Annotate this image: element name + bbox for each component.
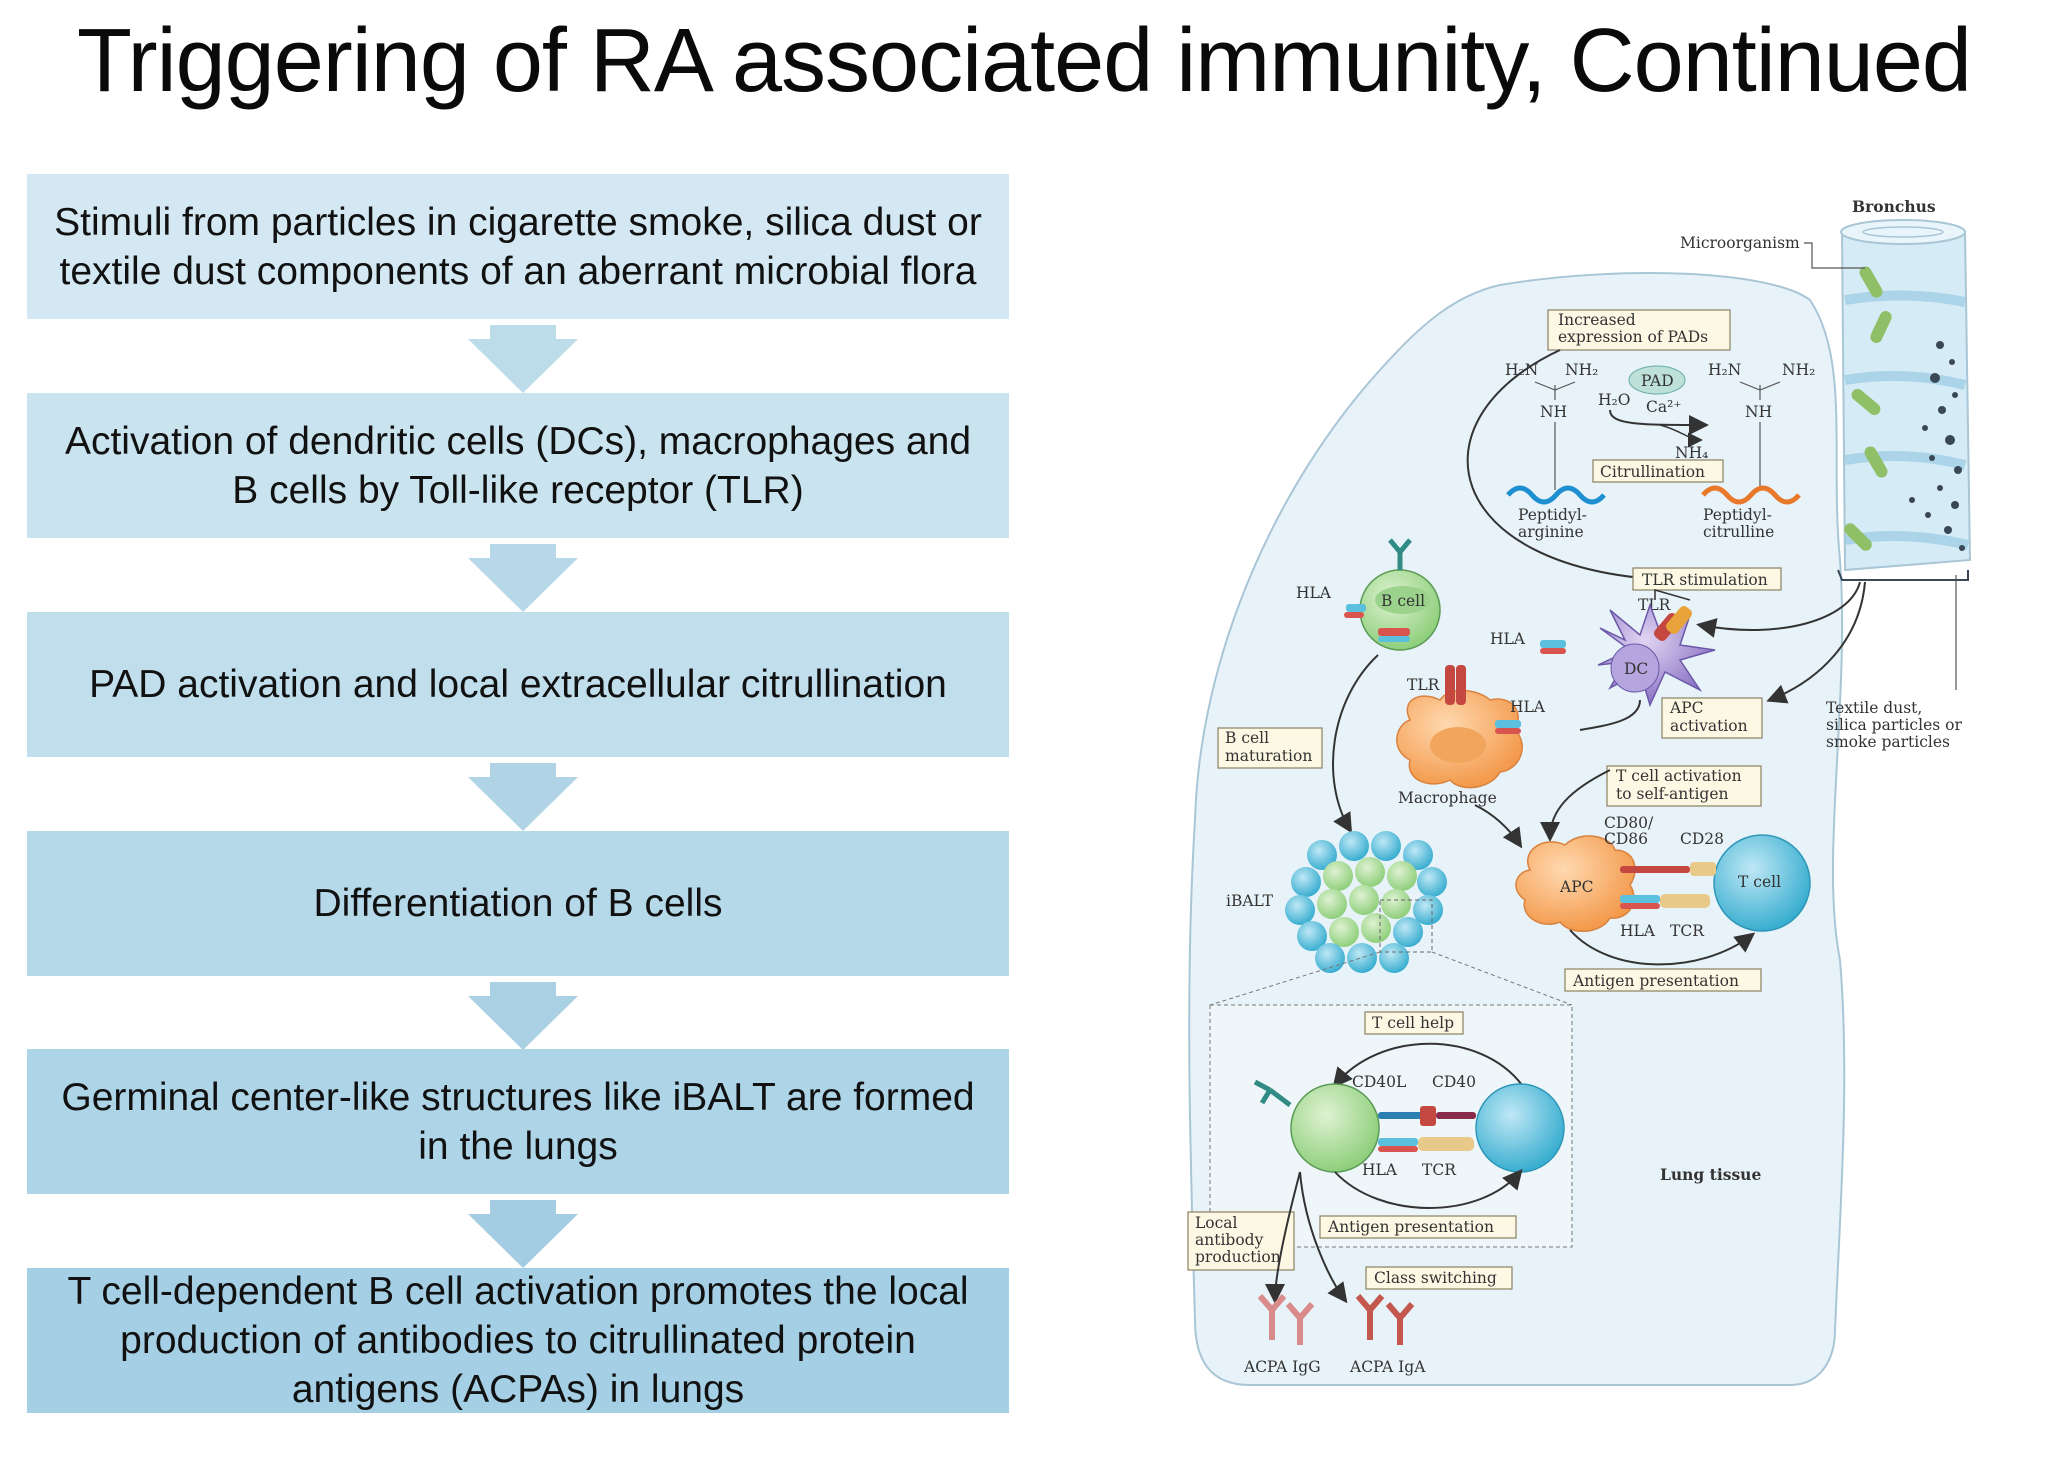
acpa-igg-antibodies xyxy=(1257,1294,1315,1345)
cd28-label: CD28 xyxy=(1680,830,1724,848)
hla-bcell-label: HLA xyxy=(1296,584,1332,602)
b-cell-maturation-label-2: maturation xyxy=(1225,747,1312,765)
peptidyl-citrulline-1: Peptidyl- xyxy=(1703,506,1772,524)
antigen-presentation-bottom-label: Antigen presentation xyxy=(1327,1218,1494,1236)
pad-label: PAD xyxy=(1641,372,1674,390)
tlr-dc-label: TLR xyxy=(1638,596,1672,614)
flow-step-6: T cell-dependent B cell activation promo… xyxy=(27,1268,1009,1413)
t-cell-label: T cell xyxy=(1738,873,1781,891)
flow-step-6-text: T cell-dependent B cell activation promo… xyxy=(67,1270,969,1411)
lung-immunity-diagram: Bronchus Microorganism Increased express… xyxy=(1187,197,1972,1386)
dendritic-cell xyxy=(1597,602,1716,708)
t-cell xyxy=(1713,834,1811,932)
tlr-macrophage-label: TLR xyxy=(1407,676,1441,694)
cd80-label: CD80/ xyxy=(1604,814,1654,832)
down-arrow-icon xyxy=(468,763,578,831)
flow-step-3-text: PAD activation and local extracellular c… xyxy=(89,663,947,706)
hla-inset-label: HLA xyxy=(1362,1161,1398,1179)
ca-label: Ca²⁺ xyxy=(1646,398,1682,416)
increased-pads-label-2: expression of PADs xyxy=(1558,328,1708,346)
flow-step-4: Differentiation of B cells xyxy=(27,831,1009,976)
ibalt-label: iBALT xyxy=(1226,892,1274,910)
class-switching-label: Class switching xyxy=(1374,1269,1497,1287)
flow-step-5: Germinal center-like structures like iBA… xyxy=(27,1049,1009,1194)
h2o-label: H₂O xyxy=(1598,391,1630,409)
cd40-label: CD40 xyxy=(1432,1073,1476,1091)
apc-activation-label-1: APC xyxy=(1669,699,1703,717)
flow-step-3: PAD activation and local extracellular c… xyxy=(27,612,1009,757)
down-arrow-icon xyxy=(468,1200,578,1268)
macrophage xyxy=(1396,689,1523,789)
flow-step-4-text: Differentiation of B cells xyxy=(313,882,723,925)
nh2-right: NH₂ xyxy=(1782,361,1815,379)
local-label-3: production xyxy=(1195,1248,1281,1266)
textile-label-2: silica particles or xyxy=(1826,716,1962,734)
inset-b-cell xyxy=(1290,1083,1380,1173)
acpa-igg-label: ACPA IgG xyxy=(1243,1358,1321,1376)
flow-step-1: Stimuli from particles in cigarette smok… xyxy=(27,174,1009,319)
b-cell-maturation-label-1: B cell xyxy=(1225,729,1269,747)
t-cell-help-label: T cell help xyxy=(1372,1014,1454,1032)
tcr-apc-label: TCR xyxy=(1670,922,1705,940)
nh-left: NH xyxy=(1540,403,1567,421)
peptidyl-citrulline-2: citrulline xyxy=(1703,523,1774,541)
h2n-right: H₂N xyxy=(1708,361,1741,379)
antigen-presentation-top-label: Antigen presentation xyxy=(1572,972,1739,990)
nh-right: NH xyxy=(1745,403,1772,421)
down-arrow-icon xyxy=(468,544,578,612)
tlr-stimulation-label: TLR stimulation xyxy=(1642,571,1768,589)
down-arrow-icon xyxy=(468,982,578,1050)
bronchus xyxy=(1837,219,1972,581)
cd86-label: CD86 xyxy=(1604,830,1648,848)
inset-t-cell xyxy=(1475,1083,1565,1173)
macrophage-label: Macrophage xyxy=(1398,789,1497,807)
t-cell-activation-label-2: to self-antigen xyxy=(1616,785,1728,803)
page-title: Triggering of RA associated immunity, Co… xyxy=(77,11,1972,111)
local-label-2: antibody xyxy=(1195,1231,1264,1249)
peptidyl-arginine-2: arginine xyxy=(1518,523,1584,541)
increased-pads-label-1: Increased xyxy=(1558,311,1636,329)
cd40l-label: CD40L xyxy=(1352,1073,1406,1091)
acpa-iga-antibodies xyxy=(1355,1294,1415,1345)
textile-label-3: smoke particles xyxy=(1826,733,1950,751)
apc-label: APC xyxy=(1559,878,1593,896)
peptidyl-arginine-1: Peptidyl- xyxy=(1518,506,1587,524)
t-cell-activation-label-1: T cell activation xyxy=(1616,767,1742,785)
flow-step-5-text: Germinal center-like structures like iBA… xyxy=(61,1075,975,1168)
down-arrow-icon xyxy=(468,325,578,393)
dc-label: DC xyxy=(1624,660,1648,678)
acpa-iga-label: ACPA IgA xyxy=(1349,1358,1426,1376)
ibalt-cluster xyxy=(1285,831,1447,973)
hla-apc-label: HLA xyxy=(1620,922,1656,940)
textile-label-1: Textile dust, xyxy=(1826,699,1922,717)
nh4-label: NH₄ xyxy=(1675,444,1708,462)
h2n-left: H₂N xyxy=(1505,361,1538,379)
bronchus-label: Bronchus xyxy=(1852,197,1936,216)
flow-step-1-text: Stimuli from particles in cigarette smok… xyxy=(54,200,982,293)
lung-tissue-label: Lung tissue xyxy=(1660,1165,1761,1184)
b-cell-label: B cell xyxy=(1381,592,1425,610)
apc-activation-label-2: activation xyxy=(1670,717,1748,735)
hla-macrophage-label: HLA xyxy=(1510,698,1546,716)
local-label-1: Local xyxy=(1195,1214,1238,1232)
microorganism-label: Microorganism xyxy=(1680,234,1800,252)
hla-dc-label: HLA xyxy=(1490,630,1526,648)
flow-step-2-text: Activation of dendritic cells (DCs), mac… xyxy=(64,419,972,512)
citrullination-label: Citrullination xyxy=(1600,463,1705,481)
flow-step-2: Activation of dendritic cells (DCs), mac… xyxy=(27,393,1009,538)
nh2-left: NH₂ xyxy=(1565,361,1598,379)
tcr-inset-label: TCR xyxy=(1422,1161,1457,1179)
